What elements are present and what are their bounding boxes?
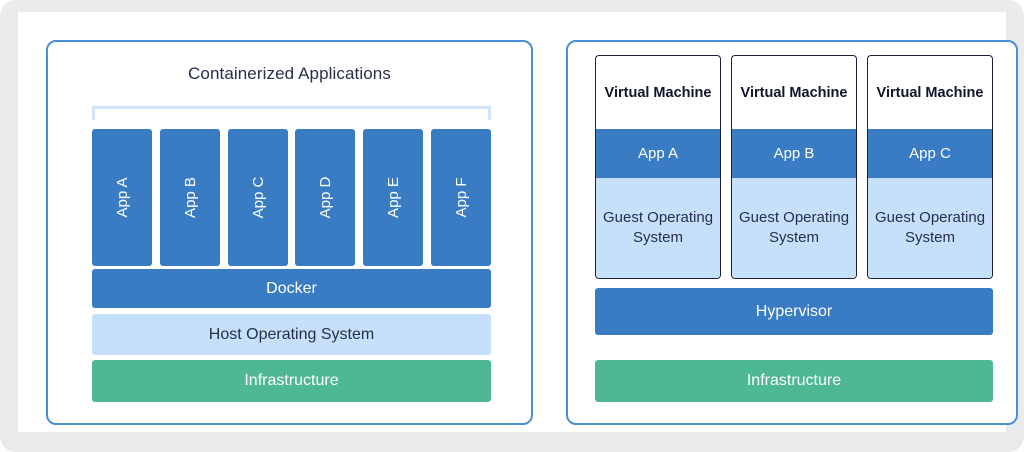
virtual-machine-1-title: Virtual Machine xyxy=(604,84,712,101)
layer-host-operating-system[interactable]: Host Operating System xyxy=(92,314,491,355)
virtual-machine-1[interactable]: Virtual Machine App A Guest Operating Sy… xyxy=(595,55,721,279)
virtual-machine-2-title: Virtual Machine xyxy=(740,84,848,101)
virtual-machine-3[interactable]: Virtual Machine App C Guest Operating Sy… xyxy=(867,55,993,279)
container-app-a[interactable]: App A xyxy=(92,129,152,266)
virtual-machine-2[interactable]: Virtual Machine App B Guest Operating Sy… xyxy=(731,55,857,279)
virtual-machine-3-app: App C xyxy=(868,129,992,178)
container-app-b[interactable]: App B xyxy=(159,129,220,266)
layer-infrastructure-containers[interactable]: Infrastructure xyxy=(92,360,491,402)
container-app-a-label: App A xyxy=(113,177,131,218)
containers-panel: Containerized Applications App A App B A… xyxy=(46,40,533,425)
layer-docker[interactable]: Docker xyxy=(92,269,491,308)
virtual-machine-2-app: App B xyxy=(732,129,856,178)
virtual-machines-row: Virtual Machine App A Guest Operating Sy… xyxy=(595,55,993,279)
container-app-b-label: App B xyxy=(181,177,199,218)
virtual-machine-3-title: Virtual Machine xyxy=(876,84,984,101)
container-app-c-label: App C xyxy=(249,176,267,219)
layer-infrastructure-vms[interactable]: Infrastructure xyxy=(595,360,993,402)
virtual-machine-2-guest-os: Guest Operating System xyxy=(732,178,856,278)
container-apps-row: App A App B App C App D App E App F xyxy=(92,129,491,266)
diagram-canvas: Containerized Applications App A App B A… xyxy=(18,12,1018,432)
virtual-machine-3-guest-os: Guest Operating System xyxy=(868,178,992,278)
virtual-machine-1-guest-os: Guest Operating System xyxy=(596,178,720,278)
page-title-containerized-applications: Containerized Applications xyxy=(188,64,391,83)
virtual-machines-panel: Virtual Machine App A Guest Operating Sy… xyxy=(566,40,1018,425)
container-app-e-label: App E xyxy=(384,177,402,218)
container-app-e[interactable]: App E xyxy=(363,129,424,266)
container-app-f[interactable]: App F xyxy=(430,129,491,266)
container-app-f-label: App F xyxy=(452,177,470,218)
container-app-c[interactable]: App C xyxy=(227,129,288,266)
container-app-d-label: App D xyxy=(316,176,334,219)
container-app-d[interactable]: App D xyxy=(295,129,356,266)
layer-hypervisor[interactable]: Hypervisor xyxy=(595,288,993,335)
virtual-machine-1-app: App A xyxy=(596,129,720,178)
app-grouping-bracket-icon xyxy=(92,106,491,120)
